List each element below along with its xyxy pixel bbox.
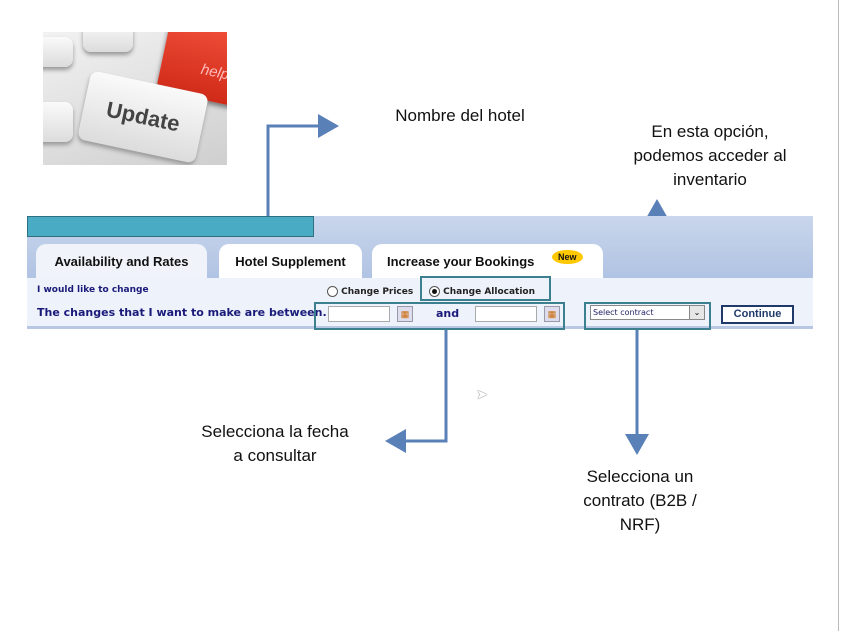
contract-select[interactable]: Select contract ⌄ (590, 305, 705, 320)
tab-increase-bookings[interactable]: Increase your Bookings New (372, 244, 603, 278)
and-label: and (436, 307, 460, 320)
slide-border (838, 0, 839, 631)
date-from-input[interactable] (328, 306, 390, 322)
callout-hotel-name: Nombre del hotel (395, 106, 525, 125)
date-to-input[interactable] (475, 306, 537, 322)
tab-availability-rates[interactable]: Availability and Rates (36, 244, 207, 278)
highlight-dates (314, 302, 565, 330)
continue-button[interactable]: Continue (721, 305, 794, 324)
tab-hotel-supplement[interactable]: Hotel Supplement (219, 244, 362, 278)
hotel-name-bar (27, 216, 314, 237)
prompt-label: I would like to change (37, 285, 149, 295)
mouse-cursor-icon: ➤ (476, 386, 488, 402)
highlight-allocation (420, 276, 551, 301)
highlight-contract (584, 302, 711, 330)
radio-change-prices[interactable]: Change Prices (327, 286, 413, 297)
between-label: The changes that I want to make are betw… (37, 306, 327, 319)
arrow-hotel-name (266, 114, 339, 216)
radio-change-allocation[interactable]: Change Allocation (429, 286, 535, 297)
radio-icon[interactable] (327, 286, 338, 297)
chevron-down-icon[interactable]: ⌄ (689, 306, 704, 319)
radio-selected-icon[interactable] (429, 286, 440, 297)
arrow-date (385, 330, 448, 453)
new-badge: New (552, 250, 583, 264)
calendar-icon[interactable]: ▦ (397, 306, 413, 322)
update-key-image: help Update (43, 32, 227, 165)
calendar-icon[interactable]: ▦ (544, 306, 560, 322)
